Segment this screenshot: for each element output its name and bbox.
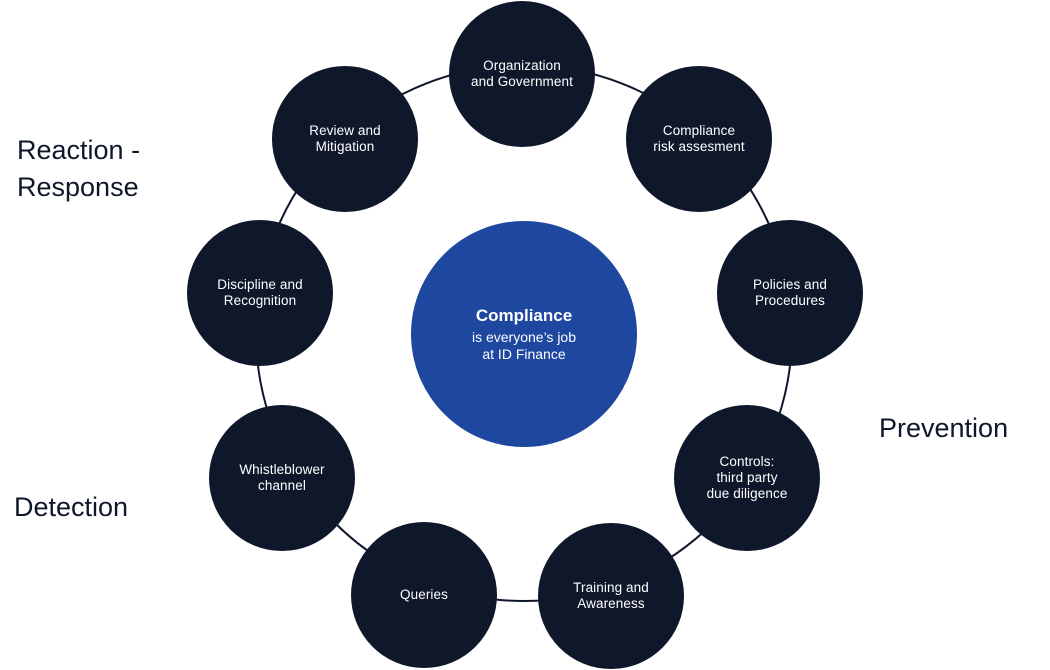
node-policies-and-procedures: Policies and Procedures (717, 220, 863, 366)
node-label: Queries (400, 587, 448, 602)
node-training-and-awareness: Training and Awareness (538, 523, 684, 669)
node-controls-due-diligence: Controls: third party due diligence (674, 405, 820, 551)
node-discipline-and-recognition: Discipline and Recognition (187, 220, 333, 366)
center-subtitle: is everyone’s job at ID Finance (471, 329, 577, 362)
phase-label-prevention: Prevention (879, 413, 1009, 443)
node-label: Discipline and Recognition (217, 277, 303, 308)
node-label: Controls: third party due diligence (706, 454, 788, 501)
node-whistleblower-channel: Whistleblower channel (209, 405, 355, 551)
node-label: Whistleblower channel (239, 462, 325, 493)
center-title: Compliance (475, 306, 573, 325)
node-label: Organization and Government (471, 58, 573, 89)
node-label: Compliance risk assesment (653, 123, 745, 154)
node-organization-and-government: Organization and Government (449, 1, 595, 147)
node-label: Training and Awareness (573, 580, 649, 611)
node-label: Review and Mitigation (309, 123, 381, 154)
node-review-and-mitigation: Review and Mitigation (272, 66, 418, 212)
phase-label-reaction-response: Reaction - Response (17, 135, 141, 202)
phase-label-detection: Detection (14, 492, 129, 522)
node-queries: Queries (351, 522, 497, 668)
node-compliance-risk-assessment: Compliance risk assesment (626, 66, 772, 212)
center-circle: Compliance is everyone’s job at ID Finan… (411, 221, 637, 447)
node-label: Policies and Procedures (753, 277, 827, 308)
